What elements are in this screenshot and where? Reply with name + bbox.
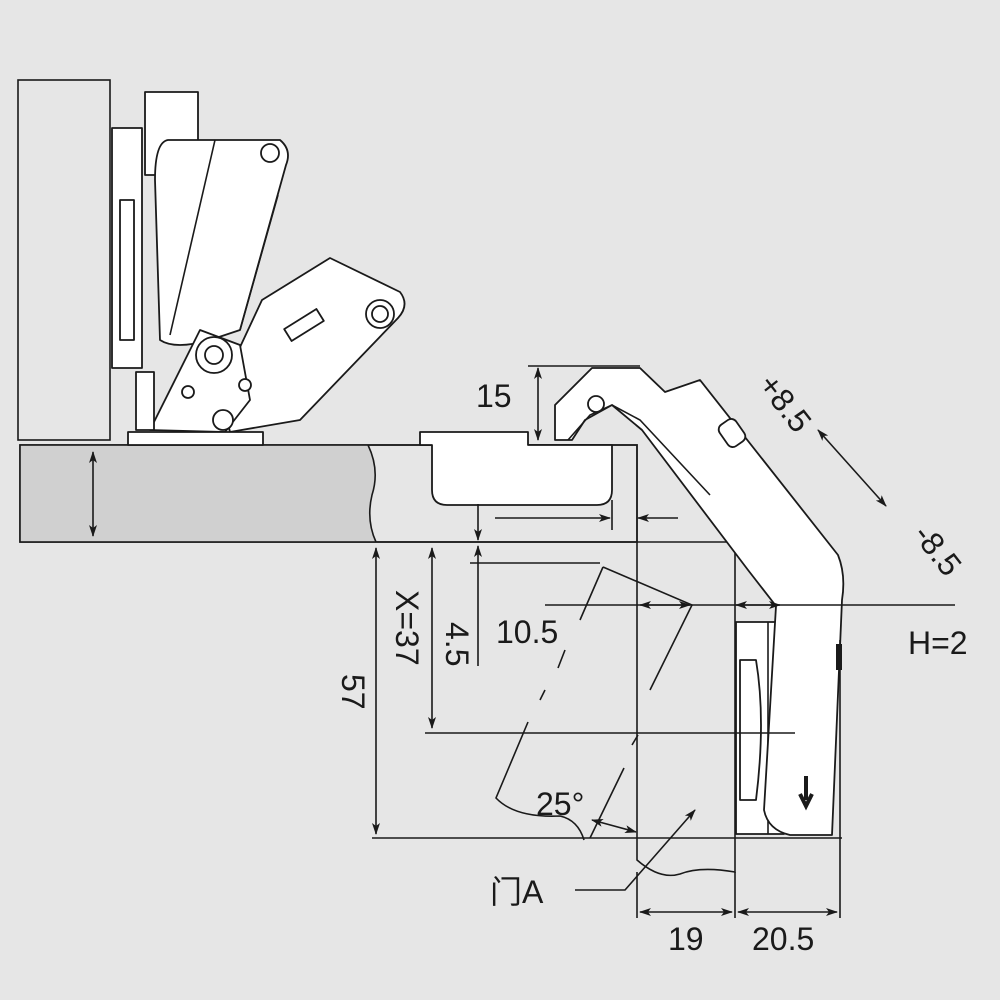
door-a-panel <box>636 541 736 877</box>
label-cup-distance: 10.5 <box>496 614 558 650</box>
label-door-a: 门A <box>490 874 544 910</box>
label-cup-depth: 15 <box>476 378 512 414</box>
label-overlay-x: X=37 <box>389 590 425 666</box>
label-edge-distance: 4.5 <box>439 622 475 666</box>
hinge-closed <box>111 91 406 446</box>
label-door-thickness: 19 <box>668 921 704 957</box>
dimension-lines <box>89 365 955 918</box>
cabinet-side-panel <box>19 444 638 543</box>
label-arm-width: 20.5 <box>752 921 814 957</box>
hinge-arm-open <box>554 367 845 836</box>
label-angle: 25° <box>536 786 584 822</box>
label-height-offset: H=2 <box>908 625 968 661</box>
label-total-57: 57 <box>335 674 371 710</box>
cabinet-wall-panel <box>17 79 111 441</box>
hinge-cup <box>419 431 613 506</box>
arrow-down-icon <box>798 776 814 811</box>
